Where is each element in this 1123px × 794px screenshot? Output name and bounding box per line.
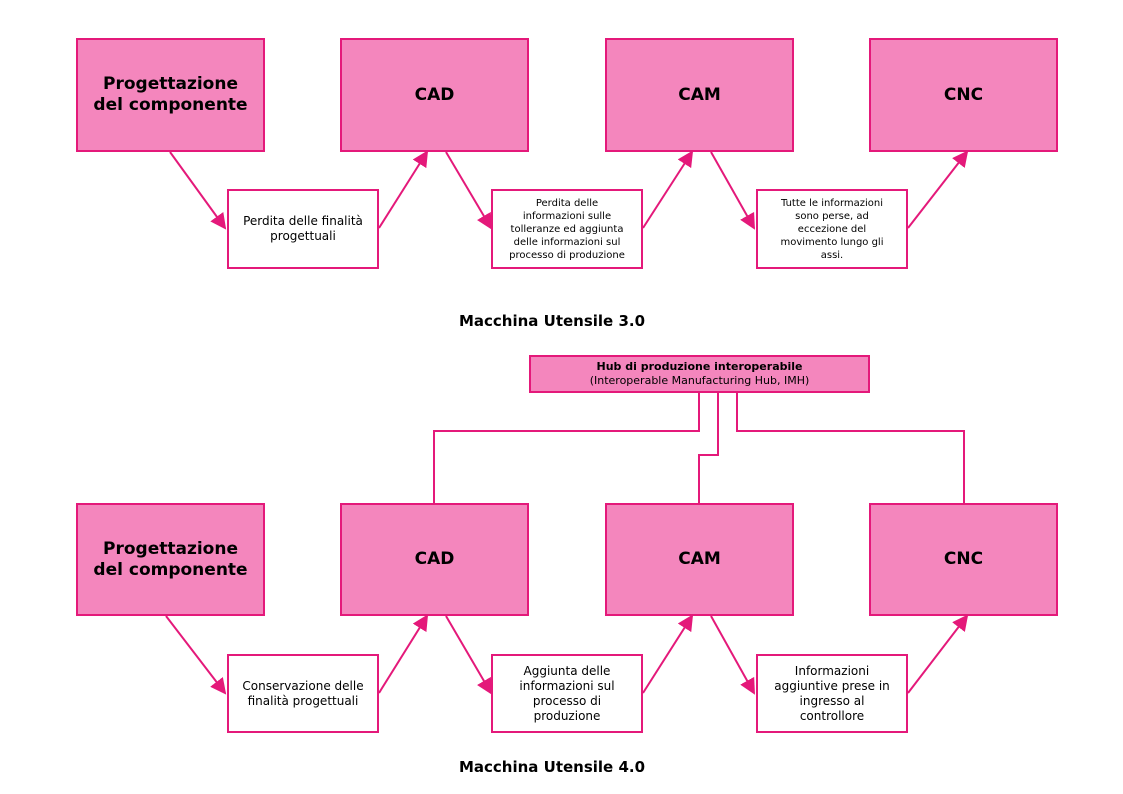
flow-arrow-top-2a (445, 151, 493, 230)
stage-cad-3: CAD (340, 38, 529, 152)
flow-arrow-top-3b (907, 150, 969, 229)
note-conservazione-finalita: Conservazione delle finalità progettuali (227, 654, 379, 733)
stage-progettazione-3: Progettazione del componente (76, 38, 265, 152)
flow-arrow-top-1a (169, 151, 227, 230)
hub-connector-cad (433, 393, 700, 503)
note-perdita-tolleranze: Perdita delle informazioni sulle tollera… (491, 189, 643, 269)
note-aggiunta-informazioni: Aggiunta delle informazioni sul processo… (491, 654, 643, 733)
stage-progettazione-4: Progettazione del componente (76, 503, 265, 616)
flow-arrow-bottom-2a (445, 615, 493, 695)
hub-subtitle: (Interoperable Manufacturing Hub, IMH) (589, 374, 810, 387)
caption-macchina-4: Macchina Utensile 4.0 (458, 758, 646, 776)
hub-imh: Hub di produzione interoperabile (Intero… (529, 355, 870, 393)
flow-arrow-bottom-2b (642, 614, 694, 694)
note-informazioni-perse: Tutte le informazioni sono perse, ad ecc… (756, 189, 908, 269)
stage-cam-3: CAM (605, 38, 794, 152)
flow-arrow-bottom-3a (710, 615, 755, 695)
flow-arrow-bottom-3b (907, 614, 969, 694)
hub-connector-cam (698, 393, 719, 503)
stage-cad-4: CAD (340, 503, 529, 616)
stage-cnc-4: CNC (869, 503, 1058, 616)
flow-arrow-top-1b (378, 150, 429, 229)
note-perdita-finalita: Perdita delle finalità progettuali (227, 189, 379, 269)
stage-cnc-3: CNC (869, 38, 1058, 152)
hub-title: Hub di produzione interoperabile (596, 360, 803, 373)
stage-cam-4: CAM (605, 503, 794, 616)
flow-arrow-bottom-1b (378, 614, 429, 694)
hub-connector-cnc (736, 393, 965, 503)
flow-arrow-top-2b (642, 150, 694, 229)
flow-arrow-top-3a (710, 151, 755, 230)
caption-macchina-3: Macchina Utensile 3.0 (458, 312, 646, 330)
flow-arrow-bottom-1a (165, 615, 227, 695)
note-informazioni-aggiuntive: Informazioni aggiuntive prese in ingress… (756, 654, 908, 733)
